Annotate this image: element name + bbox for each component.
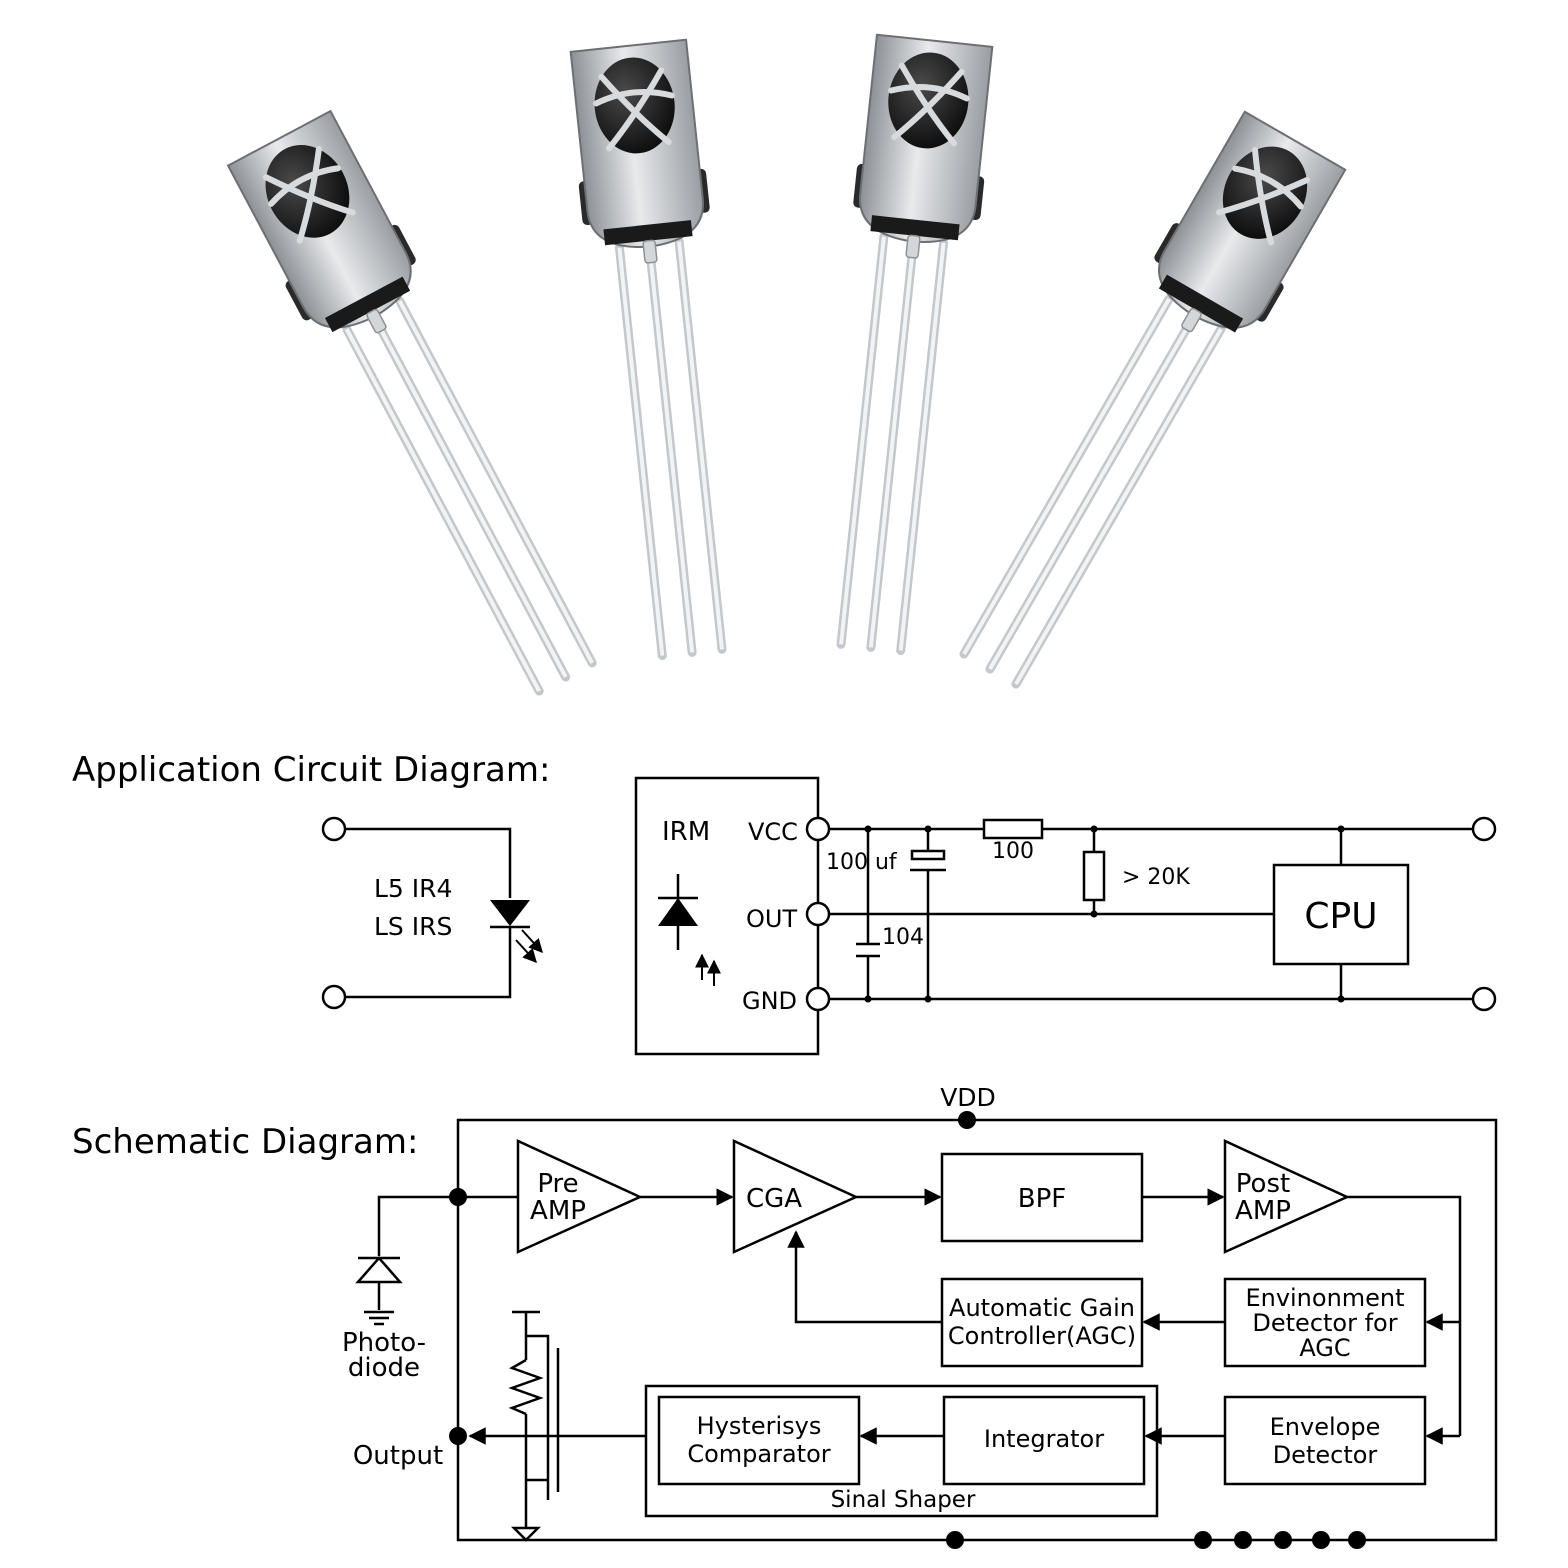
- ir-receiver-photo: [223, 34, 1351, 707]
- envelope-detector-block: Envelope Detector: [1223, 1395, 1427, 1486]
- ceramic-capacitor: 104: [856, 825, 924, 1003]
- agc-label-2: Controller(AGC): [948, 1322, 1136, 1350]
- application-title: Application Circuit Diagram:: [72, 750, 550, 790]
- pre-amp-block: Pre AMP: [458, 1139, 644, 1254]
- vdd-node: [958, 1111, 976, 1129]
- ground-rail-nodes: [946, 1531, 1366, 1549]
- signal-shaper-label: Sinal Shaper: [831, 1487, 976, 1513]
- gnd-pin: [805, 986, 831, 1012]
- photodiode-input: Photo- diode: [342, 1188, 467, 1383]
- cga-label: CGA: [746, 1184, 802, 1214]
- pullup-resistor-symbol: [508, 1358, 544, 1416]
- gnd-terminal: [1471, 986, 1497, 1012]
- post-amp-label-1: Post: [1236, 1169, 1290, 1199]
- env-detector-label-3: AGC: [1299, 1334, 1350, 1362]
- gnd-pin-label: GND: [742, 987, 797, 1015]
- series-resistor-label: 100: [992, 839, 1034, 864]
- bpf-label: BPF: [1018, 1184, 1066, 1214]
- schematic-diagram: Schematic Diagram: VDD Photo- diode: [72, 1083, 1498, 1549]
- pullup-resistor: > 20K: [1082, 825, 1190, 918]
- ir-receiver-module: [935, 109, 1351, 701]
- ir-receiver-module: [565, 39, 756, 659]
- post-amp-block: Post AMP: [1223, 1139, 1351, 1254]
- ceramic-cap-label: 104: [882, 925, 924, 950]
- emitter-label-2: LS IRS: [374, 912, 452, 941]
- post-amp-label-2: AMP: [1235, 1196, 1291, 1226]
- agc-label-1: Automatic Gain: [949, 1294, 1135, 1322]
- cpu-label: CPU: [1304, 896, 1377, 937]
- cpu-block: CPU: [1272, 825, 1410, 1003]
- agc-block: Automatic Gain Controller(AGC): [940, 1277, 1144, 1368]
- irm-label: IRM: [662, 817, 710, 847]
- photodiode-label-2: diode: [348, 1353, 420, 1383]
- cga-block: CGA: [732, 1139, 860, 1254]
- env-detector-label-1: Envinonment: [1245, 1284, 1404, 1312]
- env-detector-label-2: Detector for: [1252, 1309, 1397, 1337]
- electrolytic-capacitor: 100 uf: [826, 825, 946, 1003]
- vcc-pin-label: VCC: [748, 818, 798, 846]
- envelope-label-1: Envelope: [1270, 1413, 1381, 1441]
- schematic-title: Schematic Diagram:: [72, 1122, 418, 1162]
- ic-outline: [456, 1118, 1498, 1542]
- pullup-resistor-label: > 20K: [1122, 865, 1190, 890]
- emitter-label-1: L5 IR4: [374, 874, 452, 903]
- hysteresis-label-1: Hysterisys: [697, 1412, 822, 1440]
- vdd-label: VDD: [940, 1083, 996, 1112]
- irm-module: IRM VCC OUT GND: [634, 776, 831, 1056]
- series-resistor: 100: [982, 818, 1044, 864]
- ir-emitter-circuit: L5 IR4 LS IRS: [321, 816, 543, 1010]
- out-pin: [805, 901, 831, 927]
- out-pin-label: OUT: [746, 905, 797, 933]
- pre-amp-label-1: Pre: [537, 1169, 578, 1199]
- led-icon: [490, 900, 530, 926]
- vcc-terminal: [1471, 816, 1497, 842]
- photodiode-icon: [658, 898, 698, 926]
- signal-shaper-block: Hysterisys Comparator Integrator Sinal S…: [644, 1384, 1159, 1518]
- environment-detector-block: Envinonment Detector for AGC: [1223, 1277, 1427, 1368]
- pre-amp-label-2: AMP: [530, 1196, 586, 1226]
- hysteresis-label-2: Comparator: [687, 1440, 830, 1468]
- ir-receiver-module: [807, 34, 998, 654]
- output-stage: Output: [353, 1310, 646, 1542]
- vcc-pin: [805, 816, 831, 842]
- ir-receiver-module: [223, 108, 622, 707]
- envelope-label-2: Detector: [1273, 1441, 1378, 1469]
- application-circuit: Application Circuit Diagram: L5 IR4 LS I…: [72, 750, 1497, 1056]
- integrator-label: Integrator: [984, 1425, 1104, 1453]
- electrolytic-cap-label: 100 uf: [826, 850, 898, 875]
- bpf-block: BPF: [940, 1152, 1144, 1243]
- photodiode-label-1: Photo-: [342, 1328, 426, 1358]
- output-label: Output: [353, 1441, 443, 1471]
- photodiode-symbol: [355, 1256, 403, 1284]
